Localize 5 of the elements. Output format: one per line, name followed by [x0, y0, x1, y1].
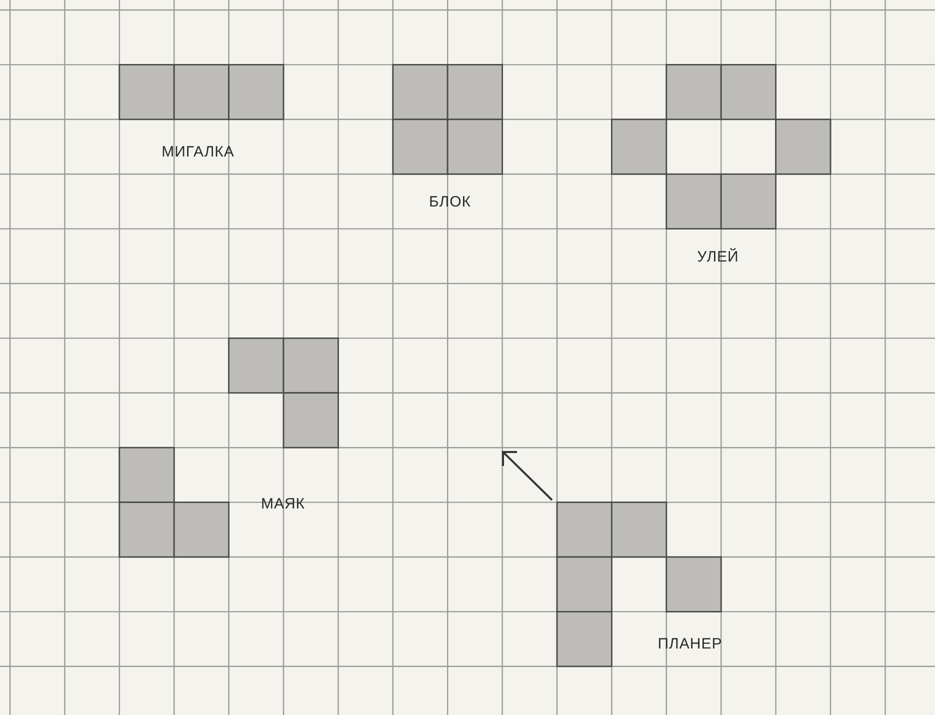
pattern-label: БЛОК — [428, 194, 472, 210]
pattern-label: УЛЕЙ — [697, 248, 739, 266]
pattern-label: МИГАЛКА — [162, 144, 234, 160]
pattern-label: ПЛАНЕР — [658, 636, 722, 652]
pattern-label: МАЯК — [260, 496, 306, 512]
